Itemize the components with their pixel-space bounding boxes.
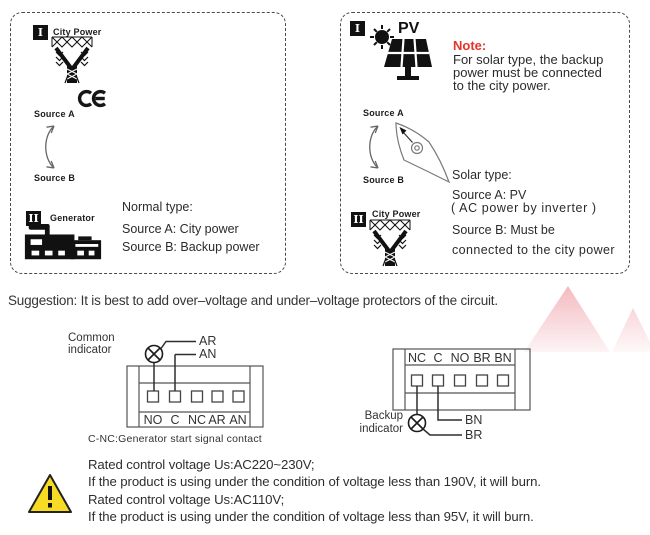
swap-arrow-icon: [45, 125, 55, 169]
common-indicator-label-1: Common: [68, 332, 115, 344]
common-indicator-label-2: indicator: [68, 344, 112, 356]
source-a-label: Source A: [34, 109, 75, 119]
watermark-triangle: [524, 286, 650, 352]
note-title: Note:: [453, 38, 487, 53]
backup-indicator-label-2: indicator: [359, 423, 403, 435]
solar-type-line1: Source A: PV: [452, 188, 527, 202]
normal-type-line2: Source B: Backup power: [122, 240, 260, 254]
generator-label: Generator: [50, 213, 95, 223]
city-power-label-solar: City Power: [372, 209, 421, 219]
swap-arrow-icon: [369, 125, 379, 169]
terminal-label: C: [433, 351, 443, 365]
solar-type-line2: ( AC power by inverter ): [451, 201, 597, 215]
city-power-tower-icon: [51, 36, 93, 84]
terminal-label: BN: [494, 351, 512, 365]
terminal-label: NO: [450, 351, 470, 365]
warning-line4: If the product is using under the condit…: [88, 509, 534, 524]
normal-type-title: Normal type:: [122, 200, 193, 214]
suggestion-text: Suggestion: It is best to add over–volta…: [8, 293, 498, 308]
indicator-lamp-icon: [144, 344, 164, 364]
wire-label-bn: BN: [465, 413, 483, 427]
badge-source1: I: [33, 25, 48, 40]
terminal-label: NC: [187, 413, 207, 427]
note-line3: to the city power.: [453, 78, 551, 93]
badge-source1-solar: I: [350, 21, 365, 36]
left-terminal-block: [126, 340, 264, 428]
terminal-label: C: [170, 413, 180, 427]
solar-type-title: Solar type:: [452, 168, 512, 182]
solar-type-panel: [340, 12, 630, 274]
generator-icon: [24, 224, 102, 260]
note-line2: power must be connected: [453, 65, 602, 80]
source-b-label: Source B: [34, 173, 76, 183]
wire-label-ar: AR: [199, 334, 217, 348]
terminal-label: BR: [473, 351, 491, 365]
solar-type-line4: connected to the city power: [452, 243, 615, 257]
note-line1: For solar type, the backup: [453, 52, 604, 67]
solar-type-line3: Source B: Must be: [452, 223, 555, 237]
warning-triangle-icon: [28, 474, 72, 513]
indicator-lamp-icon: [407, 413, 427, 433]
city-power-label: City Power: [53, 27, 102, 37]
sun-icon: [370, 25, 394, 49]
terminal-label: NC: [407, 351, 427, 365]
right-terminal-block: [392, 348, 531, 436]
warning-line3: Rated control voltage Us:AC110V;: [88, 492, 285, 507]
source-a-label-solar: Source A: [363, 108, 404, 118]
badge-source2: II: [26, 211, 41, 226]
warning-line2: If the product is using under the condit…: [88, 474, 541, 489]
warning-line1: Rated control voltage Us:AC220~230V;: [88, 457, 315, 472]
wire-label-an: AN: [199, 347, 217, 361]
source-b-label-solar: Source B: [363, 175, 405, 185]
normal-type-panel: [10, 12, 286, 274]
knob-pointer-icon: [395, 122, 451, 184]
badge-source2-solar: II: [351, 212, 366, 227]
pv-label: PV: [398, 20, 420, 37]
terminal-label: AR: [208, 413, 226, 427]
wire-label-br: BR: [465, 428, 483, 442]
left-terminal-caption: C-NC:Generator start signal contact: [88, 433, 262, 445]
backup-indicator-label-1: Backup: [364, 410, 403, 422]
ce-mark-icon: [77, 89, 107, 108]
terminal-label: NO: [143, 413, 163, 427]
terminal-label: AN: [229, 413, 247, 427]
city-power-tower-icon: [369, 219, 411, 267]
normal-type-line1: Source A: City power: [122, 222, 239, 236]
pv-panel-icon: [370, 25, 432, 80]
